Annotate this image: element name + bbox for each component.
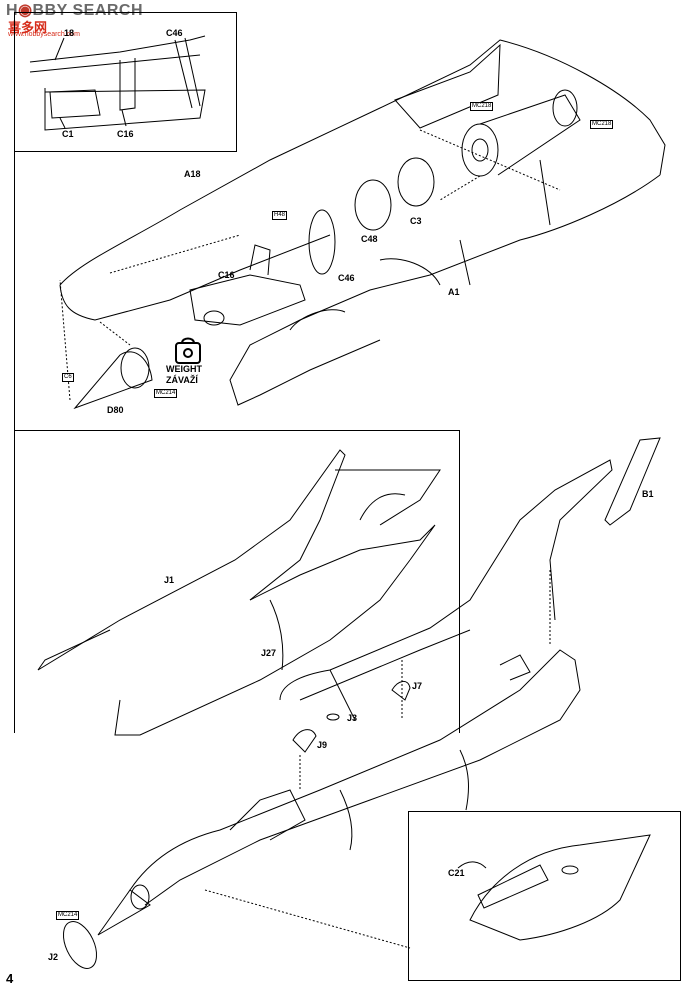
part-label-j3: J3 (347, 713, 358, 723)
paint-code-mc218-a: MC218 (470, 102, 494, 111)
part-label-c21: C21 (448, 868, 465, 878)
site-logo-cn: 喜多网 (8, 21, 48, 36)
fuselage-middle-drawing (37, 437, 661, 790)
fuselage-bottom-drawing (62, 649, 651, 969)
fuselage-top-drawing (59, 39, 666, 410)
paint-code-mc214-bottom: MC214 (56, 911, 80, 920)
part-label-j2: J2 (48, 952, 59, 962)
step-number: 4 (6, 971, 14, 986)
part-label-c3: C3 (410, 216, 422, 226)
logo-o-icon: ◉ (18, 2, 33, 19)
part-label-d80: D80 (107, 405, 124, 415)
weight-label: WEIGHT ZÁVAŽÍ (166, 364, 202, 385)
part-label-a18: A18 (184, 169, 201, 179)
part-label-j9: J9 (317, 740, 328, 750)
site-watermark: H◉BBY SEARCH 喜多网 www.hobbysearch.com (0, 0, 190, 38)
part-label-j27: J27 (261, 648, 277, 658)
detail-label-c16: C16 (117, 129, 134, 139)
part-label-b1: B1 (642, 489, 654, 499)
detail-inset-bottom-right (408, 811, 681, 981)
paint-code-h48: H48 (272, 211, 288, 220)
part-label-c16: C16 (218, 270, 235, 280)
detail-label-18: 18 (64, 28, 75, 38)
part-label-c46: C46 (338, 273, 355, 283)
part-label-a1: A1 (448, 287, 460, 297)
part-label-j7: J7 (412, 681, 423, 691)
part-label-j1: J1 (164, 575, 175, 585)
paint-code-mc214-top: MC214 (154, 389, 178, 398)
part-label-c48: C48 (361, 234, 378, 244)
detail-label-c1: C1 (62, 129, 74, 139)
paint-code-mc218-b: MC218 (590, 120, 614, 129)
step-top-frame-lines (14, 12, 15, 430)
site-url: www.hobbysearch.com (8, 31, 80, 38)
detail-label-c46: C46 (166, 28, 183, 38)
inset-cockpit-drawing (29, 35, 206, 131)
site-logo: H◉BBY SEARCH (6, 2, 144, 19)
step-middle-frame (14, 430, 460, 733)
paint-code-c6: C6 (62, 373, 74, 382)
weight-icon (175, 337, 201, 364)
